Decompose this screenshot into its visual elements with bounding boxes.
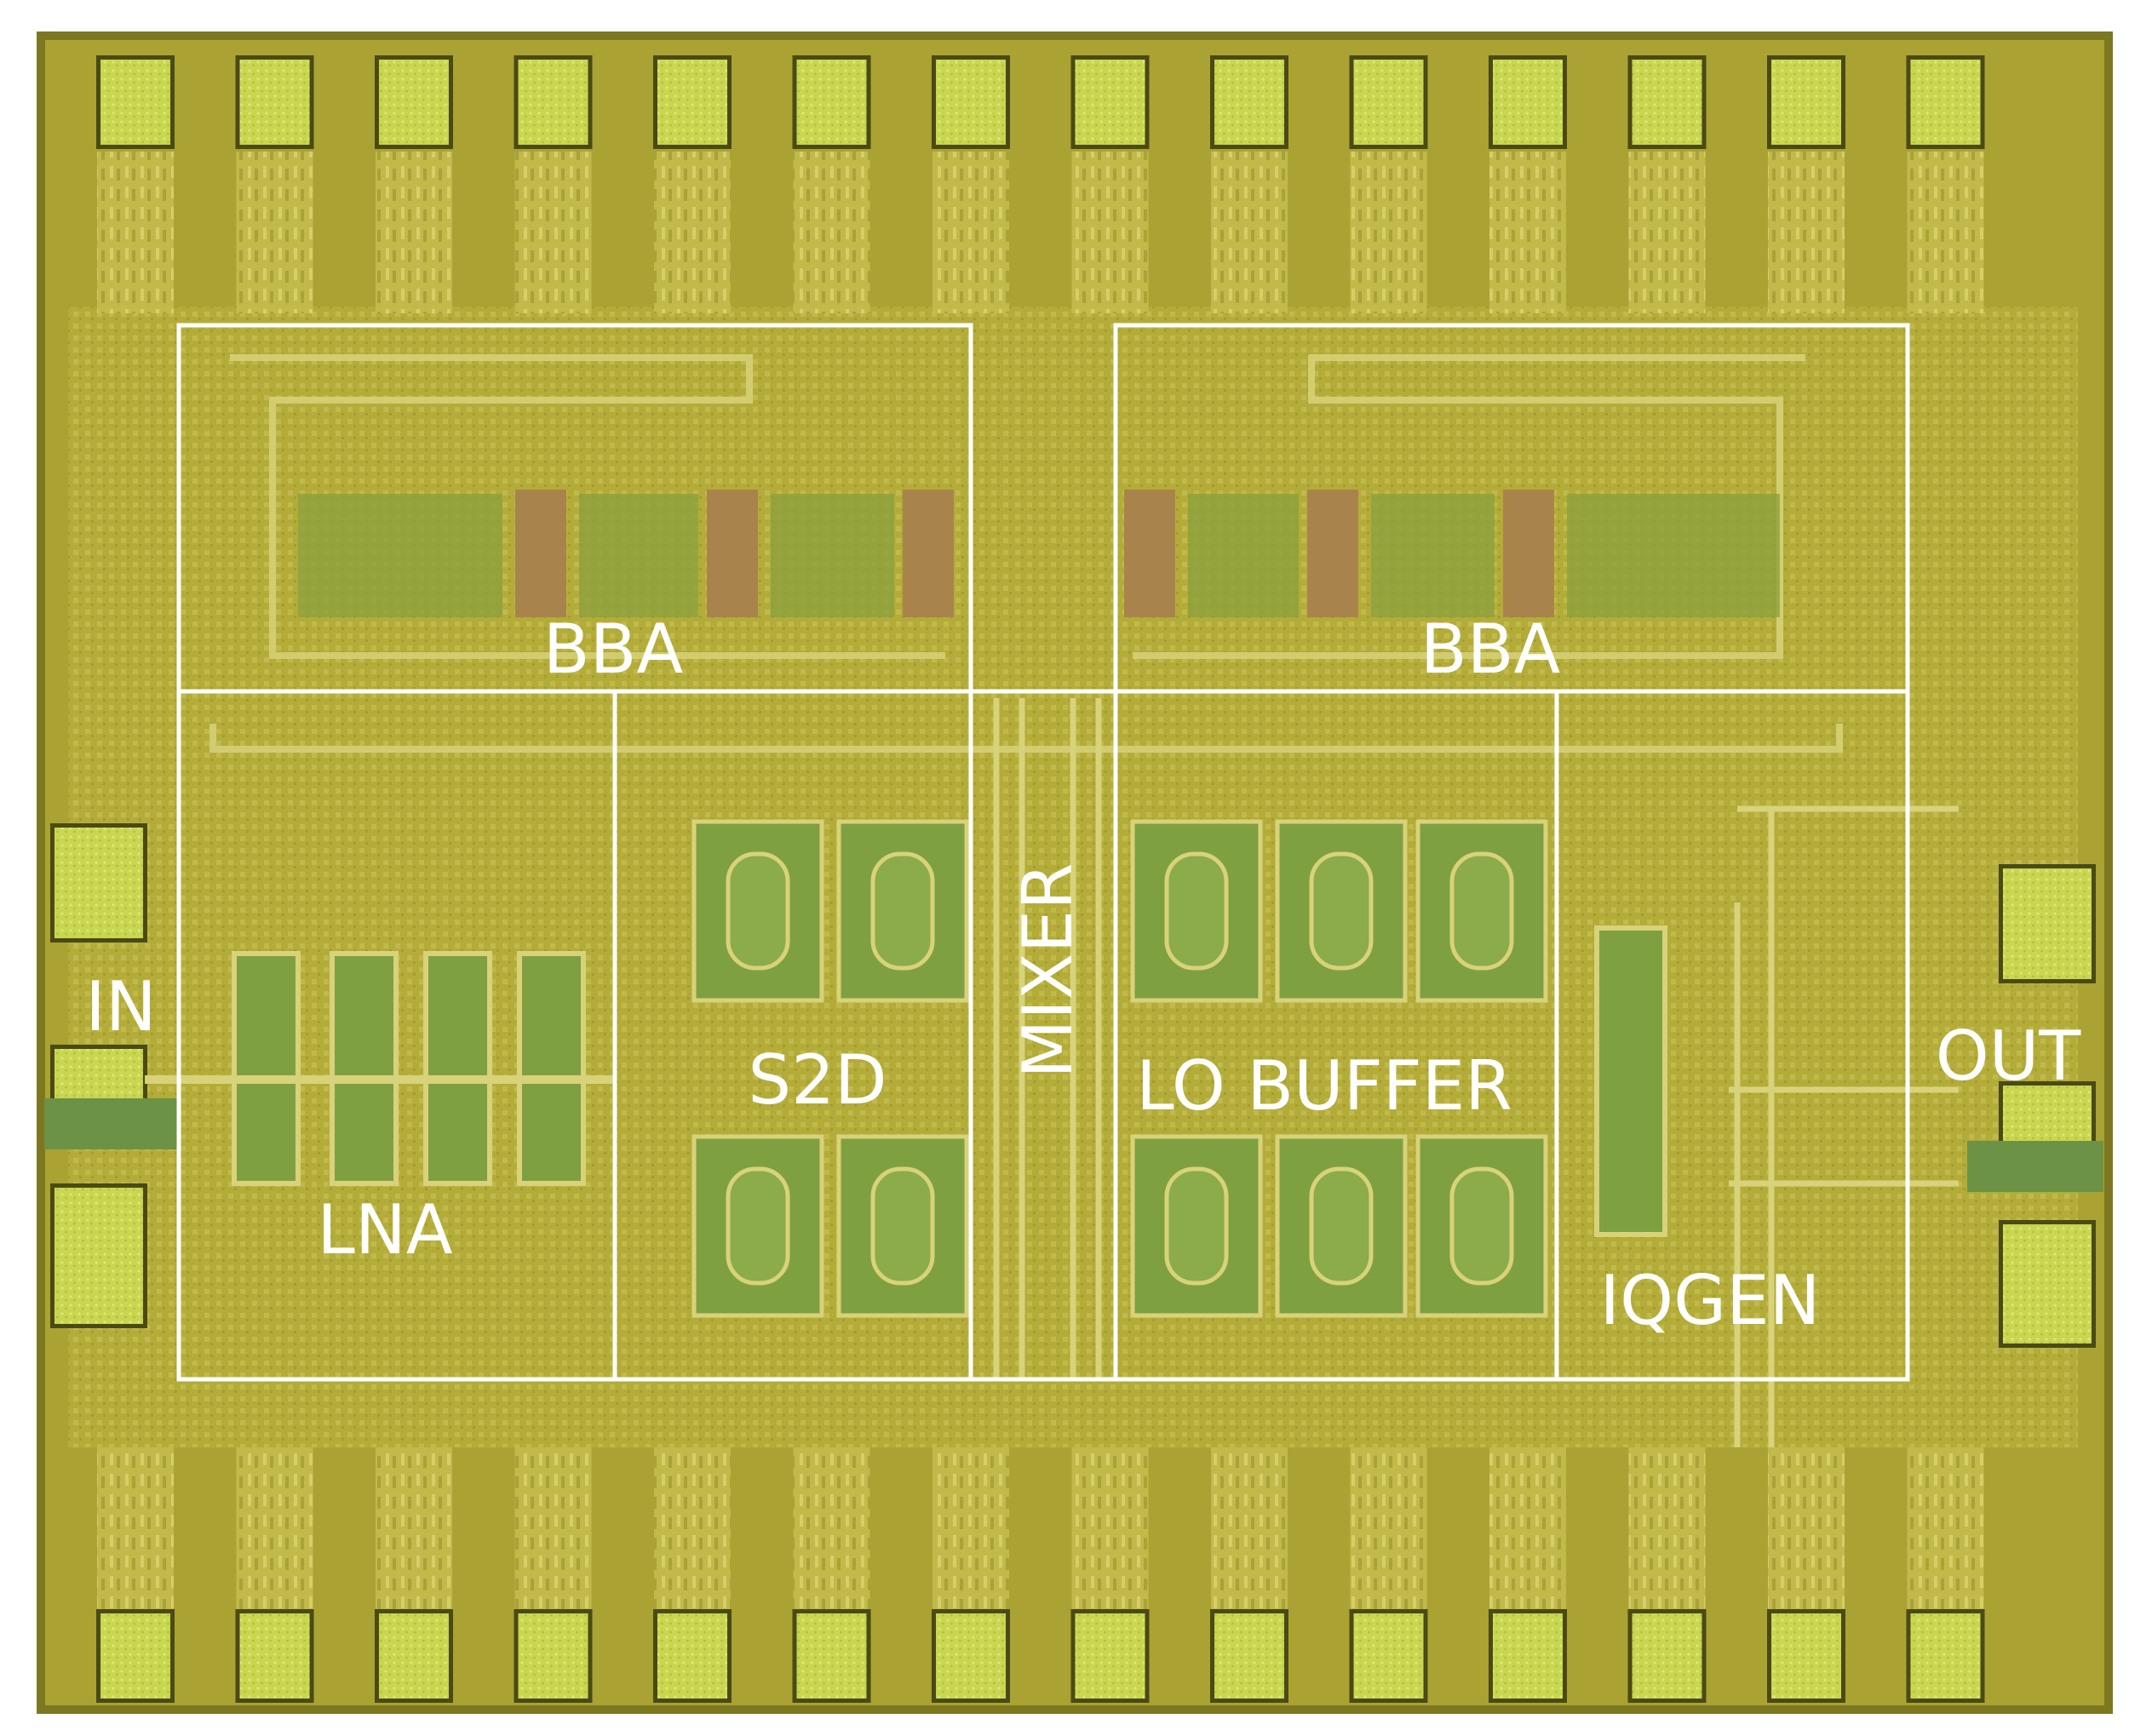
- esd-strip-bottom: [793, 1447, 870, 1609]
- bba-capacitors: [515, 490, 1554, 617]
- die-edge: [37, 32, 2113, 1714]
- bond-pad-top: [936, 60, 1006, 145]
- bond-pad-left: [55, 828, 143, 938]
- label-lna: LNA: [317, 1190, 452, 1269]
- inductor-loop: [1309, 851, 1374, 971]
- bond-pad-top: [1771, 60, 1841, 145]
- bond-pad-top: [239, 60, 310, 145]
- esd-strip-top: [1211, 152, 1288, 313]
- esd-strip-top: [1350, 152, 1427, 313]
- bond-pad-top: [379, 60, 449, 145]
- bond-pad-bottom: [1493, 1613, 1563, 1699]
- label-s2d: S2D: [748, 1040, 887, 1120]
- esd-strip-bottom: [514, 1447, 592, 1609]
- esd-strip-top: [1907, 152, 1984, 313]
- esd-strip-top: [97, 152, 174, 313]
- esd-strip-top: [514, 152, 592, 313]
- esd-strip-top: [376, 152, 452, 313]
- iqgen-inductor: [1594, 925, 1667, 1237]
- esd-strip-top: [1628, 152, 1706, 313]
- inductor-loop: [870, 851, 935, 971]
- bond-pad-top: [796, 60, 867, 145]
- esd-strip-bottom: [1489, 1447, 1566, 1609]
- label-bba-left: BBA: [543, 610, 684, 689]
- label-bba-right: BBA: [1420, 610, 1561, 689]
- bond-pad-right: [2003, 1224, 2092, 1344]
- label-iqgen: IQGEN: [1600, 1261, 1821, 1340]
- bond-pad-bottom: [936, 1613, 1006, 1699]
- bond-pad-top: [1910, 60, 1981, 145]
- bond-pad-bottom: [1632, 1613, 1702, 1699]
- esd-strip-bottom: [1350, 1447, 1427, 1609]
- mixer-routing: [993, 698, 1102, 1379]
- inductor-loop: [726, 851, 790, 971]
- esd-strip-bottom: [1768, 1447, 1845, 1609]
- bond-pad-bottom: [1075, 1613, 1145, 1699]
- bond-pad-top: [1353, 60, 1424, 145]
- bond-pad-bottom: [379, 1613, 449, 1699]
- inductor-loop: [1449, 851, 1514, 971]
- esd-strip-bottom: [236, 1447, 313, 1609]
- bond-pad-top: [100, 60, 170, 145]
- inductor-loop: [1164, 851, 1229, 971]
- inductor-loop: [1309, 1166, 1374, 1286]
- bond-pad-top: [1075, 60, 1145, 145]
- lna-inductors: [232, 951, 586, 1186]
- block-outlines: [176, 323, 1910, 1382]
- iqgen-routing: [1729, 805, 1959, 1447]
- esd-strip-top: [793, 152, 870, 313]
- output-feedline: [1967, 1141, 2103, 1192]
- esd-strip-top: [1489, 152, 1566, 313]
- esd-strip-top: [1071, 152, 1149, 313]
- pad-esd-strips: [97, 152, 1984, 1609]
- inductor-loop: [1164, 1166, 1229, 1286]
- bond-pad-left: [55, 1188, 143, 1324]
- bond-pads: [50, 55, 2096, 1703]
- esd-strip-bottom: [1071, 1447, 1149, 1609]
- esd-strip-bottom: [654, 1447, 731, 1609]
- bond-pad-top: [657, 60, 727, 145]
- bond-pad-bottom: [239, 1613, 310, 1699]
- bond-pad-bottom: [1771, 1613, 1841, 1699]
- bond-pad-bottom: [518, 1613, 588, 1699]
- bba-routing: [209, 354, 1843, 753]
- inductor-loop: [726, 1166, 790, 1286]
- bond-pad-right: [2003, 868, 2092, 979]
- esd-strip-bottom: [1211, 1447, 1288, 1609]
- esd-strip-top: [236, 152, 313, 313]
- esd-strip-bottom: [1907, 1447, 1984, 1609]
- input-feedline: [44, 1098, 181, 1149]
- bond-pad-top: [518, 60, 588, 145]
- label-lo-buffer: LO BUFFER: [1136, 1046, 1512, 1126]
- esd-strip-top: [1768, 152, 1845, 313]
- esd-strip-bottom: [376, 1447, 452, 1609]
- bba-transistor-arrays: [298, 494, 1780, 617]
- esd-strip-bottom: [97, 1447, 174, 1609]
- bond-pad-bottom: [100, 1613, 170, 1699]
- esd-strip-bottom: [1628, 1447, 1706, 1609]
- bond-pad-bottom: [657, 1613, 727, 1699]
- label-port-out: OUT: [1936, 1017, 2082, 1096]
- label-port-in: IN: [85, 967, 156, 1046]
- bond-pad-top: [1493, 60, 1563, 145]
- esd-strip-top: [933, 152, 1009, 313]
- inductor-loop: [1449, 1166, 1514, 1286]
- esd-strip-top: [654, 152, 731, 313]
- label-mixer: MIXER: [1008, 862, 1087, 1079]
- inductor-cell: [836, 1134, 969, 1318]
- bond-pad-top: [1632, 60, 1702, 145]
- bond-pad-bottom: [796, 1613, 867, 1699]
- bond-pad-right: [2003, 1086, 2092, 1145]
- block-outline-iqgen: [1554, 689, 1910, 1382]
- esd-strip-bottom: [933, 1447, 1009, 1609]
- bond-pad-bottom: [1214, 1613, 1284, 1699]
- bond-pad-bottom: [1353, 1613, 1424, 1699]
- bond-pad-top: [1214, 60, 1284, 145]
- inductor-loop: [870, 1166, 935, 1286]
- bond-pad-bottom: [1910, 1613, 1981, 1699]
- inductor-cells: [691, 819, 1548, 1318]
